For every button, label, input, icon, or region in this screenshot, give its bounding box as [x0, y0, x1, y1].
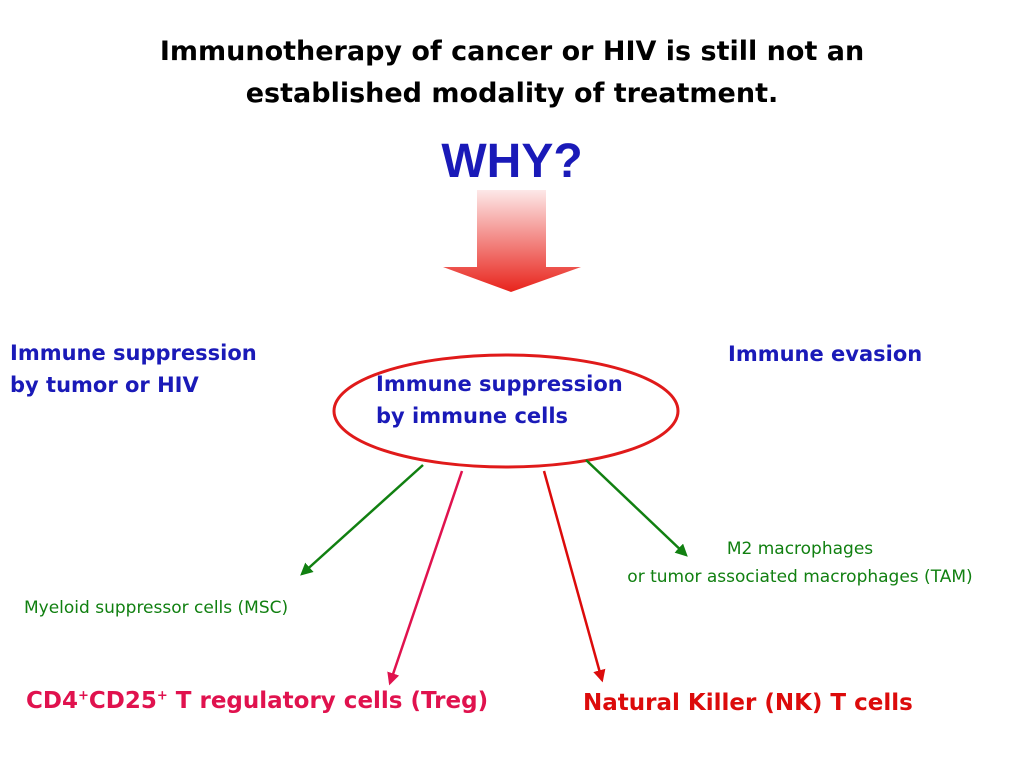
immune-evasion-label: Immune evasion — [728, 338, 922, 370]
center-label-line-1: Immune suppression — [376, 372, 623, 396]
arrow-to-msc — [300, 464, 424, 576]
arrow-to-m2 — [585, 459, 688, 557]
treg-label: CD4+CD25+ T regulatory cells (Treg) — [26, 688, 488, 714]
title-line-1: Immunotherapy of cancer or HIV is still … — [159, 36, 865, 67]
msc-label: Myeloid suppressor cells (MSC) — [24, 598, 289, 618]
center-label-line-2: by immune cells — [376, 404, 569, 428]
nk-cells-label: Natural Killer (NK) T cells — [583, 690, 913, 716]
arrow-to-treg — [387, 470, 464, 686]
m2-label-line-1: M2 macrophages — [726, 539, 874, 559]
immune-suppression-tumor-label: Immune suppression by tumor or HIV — [10, 337, 257, 401]
treg-cd4: CD4 — [26, 688, 78, 714]
treg-plus-2: + — [156, 688, 168, 704]
m2-macrophages-label: M2 macrophages or tumor associated macro… — [582, 535, 1018, 591]
right-label-line-1: Immune evasion — [728, 342, 923, 366]
m2-label-line-2: or tumor associated macrophages (TAM) — [627, 567, 973, 587]
title-line-2: established modality of treatment. — [245, 78, 779, 109]
treg-rest: T regulatory cells (Treg) — [167, 688, 489, 714]
immune-suppression-cells-label: Immune suppression by immune cells — [376, 368, 623, 432]
down-arrow-icon — [443, 190, 581, 292]
arrow-to-nk — [542, 470, 606, 683]
treg-cd25: CD25 — [88, 688, 157, 714]
treg-plus-1: + — [77, 688, 89, 704]
center-ellipse — [332, 353, 680, 469]
why-question: WHY? — [441, 135, 583, 188]
left-label-line-2: by tumor or HIV — [10, 373, 199, 397]
left-label-line-1: Immune suppression — [10, 341, 257, 365]
